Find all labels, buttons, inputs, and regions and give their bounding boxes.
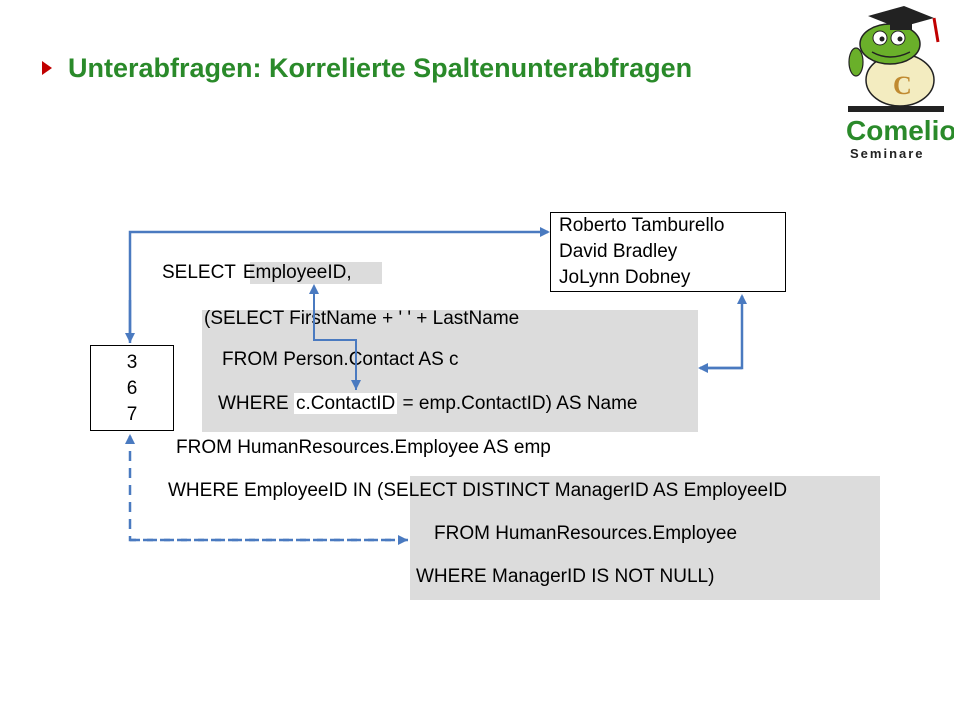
id-row: 7 (126, 404, 138, 425)
from-line: FROM HumanResources.Employee AS emp (176, 437, 551, 458)
logo-subtitle: Seminare (850, 146, 925, 161)
arrow-correlation-down (340, 339, 361, 390)
name-row: JoLynn Dobney (559, 267, 691, 288)
select-keyword: SELECT (162, 262, 241, 283)
id-row: 6 (126, 378, 138, 399)
arrow-ids-to-names (128, 227, 550, 343)
ids-result-box: 3 6 7 (90, 345, 174, 431)
subquery2-line3: WHERE ManagerID IS NOT NULL) (416, 566, 715, 587)
subquery2-line2: FROM HumanResources.Employee (434, 523, 738, 544)
arrow-dashed-subquery (125, 434, 408, 542)
arrow-correlation (309, 284, 357, 390)
slide-header: Unterabfragen: Korrelierte Spaltenuntera… (42, 48, 692, 88)
bullet-triangle-icon (42, 61, 52, 75)
where-condition: = emp.ContactID) AS Name (397, 393, 638, 414)
name-row: Roberto Tamburello (559, 215, 725, 236)
subquery1-line1: (SELECT FirstName + ' ' + LastName (204, 308, 520, 329)
subquery1-line3: WHERE c.ContactID = emp.ContactID) AS Na… (218, 393, 638, 415)
slide-title: Unterabfragen: Korrelierte Spaltenuntera… (68, 52, 693, 83)
correlated-column: c.ContactID (294, 393, 398, 414)
where-in-line: WHERE EmployeeID IN (SELECT DISTINCT Man… (168, 480, 788, 501)
id-row: 3 (126, 352, 138, 373)
comelio-logo: C Comelio Seminare (846, 6, 954, 161)
names-result-box: Roberto Tamburello David Bradley JoLynn … (550, 212, 786, 292)
subquery1-background (202, 310, 698, 432)
select-column: EmployeeID, (242, 262, 352, 283)
select-line: SELECT EmployeeID, (162, 262, 354, 284)
where-keyword: WHERE (218, 393, 294, 414)
arrow-subquery-to-names (700, 294, 747, 370)
logo-brand: Comelio (846, 115, 954, 146)
mascot-letter: C (893, 71, 912, 100)
select-column-background (250, 262, 382, 284)
name-row: David Bradley (559, 241, 678, 262)
subquery1-line2: FROM Person.Contact AS c (222, 349, 459, 370)
subquery2-background (410, 476, 880, 600)
